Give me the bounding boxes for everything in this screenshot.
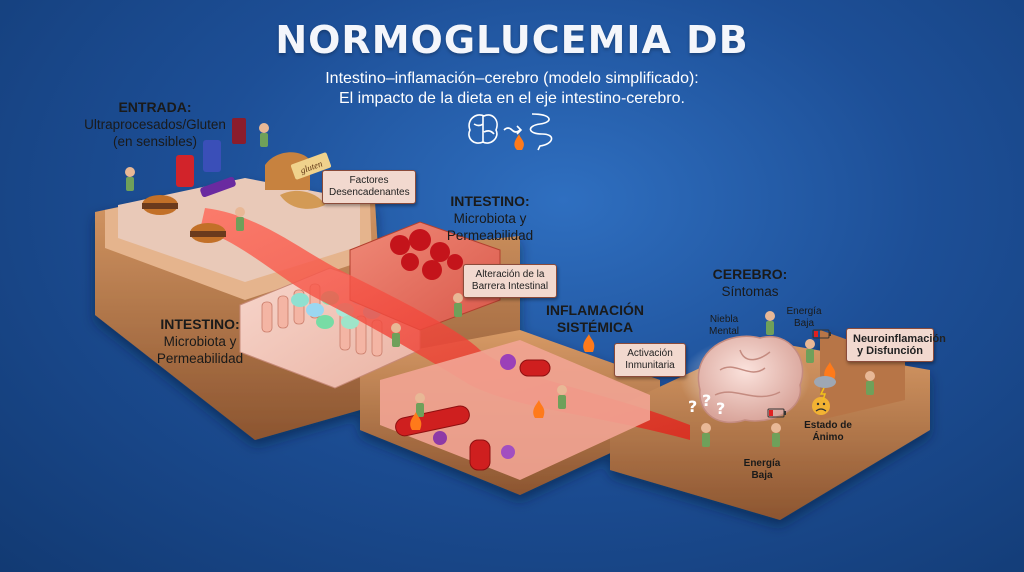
sign-activacion-line1: Activación bbox=[627, 348, 673, 359]
page-title: NORMOGLUCEMIA DB bbox=[275, 18, 749, 62]
label-intestino-left-heading: INTESTINO: bbox=[160, 316, 240, 332]
symptom-niebla: Niebla Mental bbox=[700, 314, 748, 338]
gut-icon bbox=[529, 113, 553, 151]
svg-text:?: ? bbox=[702, 391, 711, 410]
sign-activacion-line2: Inmunitaria bbox=[625, 360, 675, 371]
gluten-package: gluten bbox=[290, 152, 332, 180]
sign-factores-line1: Factores bbox=[349, 175, 389, 186]
label-intestino-left: INTESTINO: Microbiota y Permeabilidad bbox=[140, 316, 260, 367]
sad-face-icon bbox=[812, 397, 830, 415]
label-intestino-left-line2: Permeabilidad bbox=[156, 351, 244, 366]
label-intestino-top: INTESTINO: Microbiota y Permeabilidad bbox=[430, 193, 550, 244]
symptom-estado-line2: Ánimo bbox=[812, 432, 844, 443]
symptom-energia-bottom-line2: Baja bbox=[751, 470, 773, 481]
subtitle-line1: Intestino–inflamación–cerebro (modelo si… bbox=[325, 70, 699, 87]
sign-activacion: Activación Inmunitaria bbox=[614, 343, 686, 377]
label-intestino-left-line1: Microbiota y bbox=[163, 334, 237, 349]
flame-icons bbox=[410, 334, 836, 430]
low-battery-icon bbox=[812, 329, 831, 339]
symptom-energia-top-line1: Energía bbox=[786, 306, 822, 317]
label-inflamacion-heading2: SISTÉMICA bbox=[556, 319, 634, 335]
label-intestino-top-heading: INTESTINO: bbox=[450, 193, 530, 209]
label-entrada: ENTRADA: Ultraprocesados/Gluten (en sens… bbox=[60, 99, 250, 150]
symptom-energia-top-line2: Baja bbox=[793, 318, 814, 329]
brain-icon bbox=[468, 114, 498, 144]
label-inflamacion-heading1: INFLAMACIÓN bbox=[546, 302, 644, 318]
symptom-energia-bottom: Energía Baja bbox=[740, 458, 784, 482]
label-inflamacion: INFLAMACIÓN SISTÉMICA bbox=[540, 302, 650, 336]
label-cerebro-heading: CEREBRO: bbox=[712, 266, 788, 282]
subtitle-line2: El impacto de la dieta en el eje intesti… bbox=[339, 90, 685, 107]
label-cerebro: CEREBRO: Síntomas bbox=[700, 266, 800, 300]
sign-alteracion: Alteración de la Barrera Intestinal bbox=[463, 264, 557, 298]
brain bbox=[697, 335, 804, 424]
inflammation-surface bbox=[380, 340, 650, 480]
header-icon-row bbox=[462, 108, 562, 152]
symptom-estado: Estado de Ánimo bbox=[800, 420, 856, 444]
flame-icon bbox=[514, 134, 524, 150]
food-items bbox=[142, 118, 325, 243]
label-cerebro-line1: Síntomas bbox=[721, 284, 779, 299]
svg-text:?: ? bbox=[688, 397, 697, 416]
svg-text:?: ? bbox=[716, 399, 725, 418]
immune-cells bbox=[433, 354, 516, 459]
question-marks: ? ? ? bbox=[688, 391, 725, 418]
low-battery-icon-2 bbox=[767, 408, 786, 418]
symptom-niebla-line1: Niebla bbox=[709, 314, 739, 325]
label-intestino-top-line2: Permeabilidad bbox=[446, 228, 534, 243]
pathogen-cluster bbox=[390, 229, 463, 280]
storm-cloud-icon bbox=[814, 376, 836, 401]
sign-neuro-line2: y Disfunción bbox=[856, 345, 923, 357]
sign-neuroinflamacion: Neuroinflamación y Disfunción bbox=[846, 328, 946, 362]
symptom-energia-top: Energía Baja bbox=[782, 306, 826, 330]
symptom-energia-bottom-line1: Energía bbox=[743, 458, 781, 469]
sign-neuro-line1: Neuroinflamación bbox=[853, 333, 946, 345]
sign-factores: Factores Desencadenantes bbox=[322, 170, 416, 204]
symptom-niebla-line2: Mental bbox=[708, 326, 739, 337]
sign-alteracion-line2: Barrera Intestinal bbox=[471, 281, 549, 292]
label-intestino-top-line1: Microbiota y bbox=[453, 211, 527, 226]
label-entrada-line2: (en sensibles) bbox=[112, 134, 198, 149]
sign-factores-line2: Desencadenantes bbox=[329, 187, 410, 198]
symptom-estado-line1: Estado de bbox=[804, 420, 852, 431]
label-entrada-heading: ENTRADA: bbox=[118, 99, 192, 115]
people-figures bbox=[125, 123, 875, 447]
inflammation-flow bbox=[200, 208, 690, 440]
label-entrada-line1: Ultraprocesados/Gluten bbox=[84, 117, 226, 132]
sign-alteracion-line1: Alteración de la bbox=[475, 269, 545, 280]
arrow-icon bbox=[503, 125, 523, 135]
